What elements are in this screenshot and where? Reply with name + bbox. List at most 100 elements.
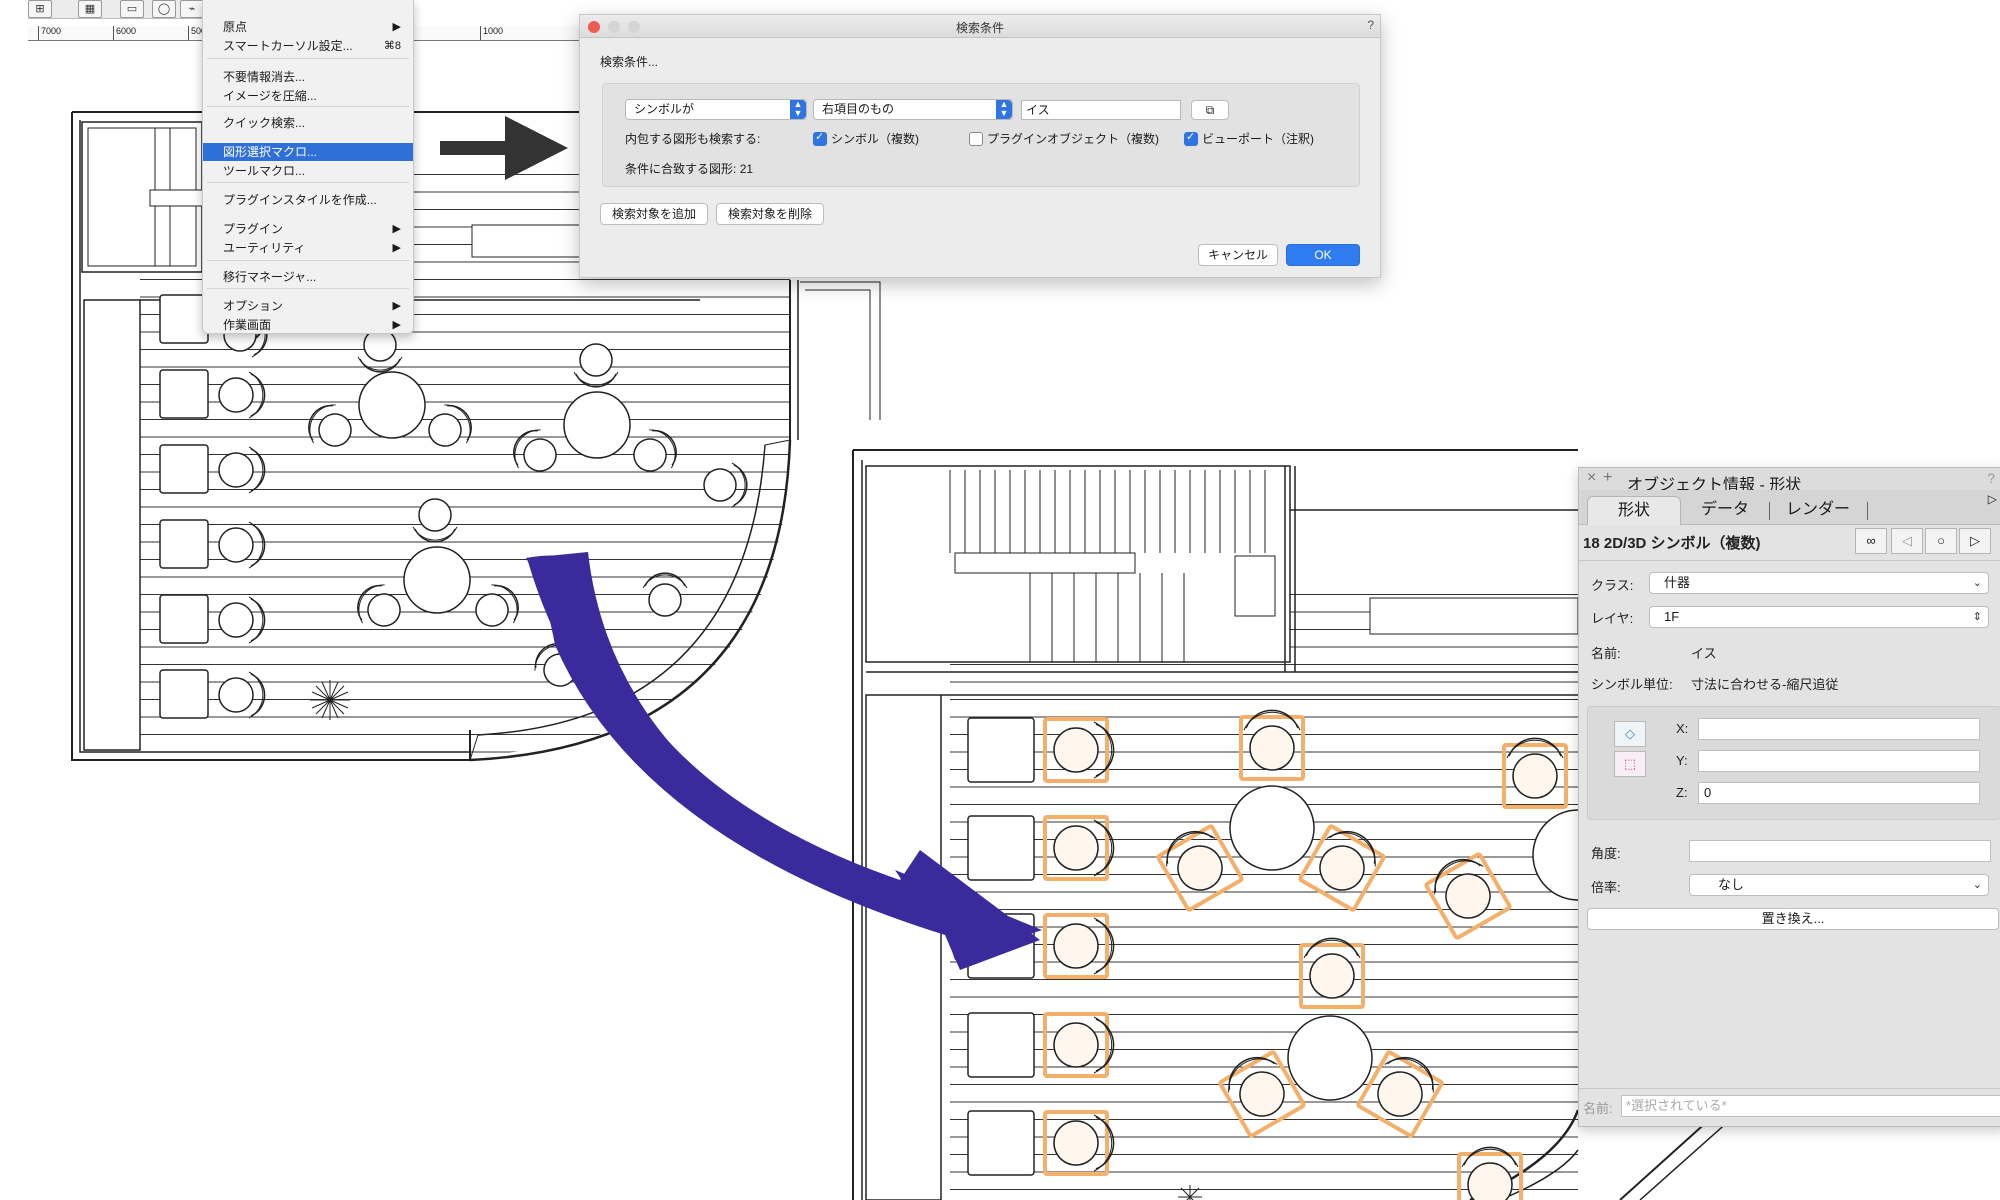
chair[interactable]: [506, 423, 565, 483]
selected-chair[interactable]: [1154, 820, 1244, 912]
polygon-icon[interactable]: ⌁: [180, 0, 204, 18]
replace-button[interactable]: 置き換え...: [1587, 908, 1999, 930]
round-table[interactable]: [1229, 785, 1315, 871]
selected-chair[interactable]: [1457, 1146, 1523, 1200]
round-table[interactable]: [1287, 1015, 1373, 1101]
minimize-window-button[interactable]: [608, 21, 620, 33]
tab-shape[interactable]: 形状: [1587, 496, 1681, 525]
layer-select[interactable]: 1F ⇕: [1649, 606, 1989, 628]
menu-item[interactable]: ツールマクロ...: [203, 162, 413, 180]
chair[interactable]: [218, 521, 266, 569]
tab-data[interactable]: データ: [1700, 501, 1749, 518]
add-icon[interactable]: +: [1603, 469, 1613, 486]
ok-button[interactable]: OK: [1286, 244, 1360, 266]
close-window-button[interactable]: [588, 21, 600, 33]
selected-chair[interactable]: [1043, 1012, 1115, 1078]
menu-item[interactable]: ユーティリティ▶: [203, 239, 413, 257]
menu-item[interactable]: 原点▶: [203, 18, 413, 36]
footer-name-field[interactable]: *選択されている*: [1621, 1095, 2000, 1117]
booth-table[interactable]: [159, 369, 209, 419]
menu-item[interactable]: プラグイン▶: [203, 220, 413, 238]
round-table[interactable]: [403, 546, 471, 614]
group-select-icon[interactable]: ⊞: [28, 0, 52, 18]
selected-chair[interactable]: [1043, 815, 1115, 881]
chair[interactable]: [467, 578, 526, 638]
zoom-window-button[interactable]: [628, 21, 640, 33]
symbol-browser-button[interactable]: ⧉: [1191, 100, 1229, 120]
3d-view-icon[interactable]: ⬚: [1614, 751, 1646, 777]
chair[interactable]: [218, 446, 266, 494]
chair[interactable]: [625, 423, 684, 483]
chair[interactable]: [573, 343, 619, 388]
menu-item[interactable]: オプション▶: [203, 297, 413, 315]
selected-chair[interactable]: [1356, 1046, 1446, 1138]
criteria-operator-select[interactable]: 右項目のもの ▲▼: [813, 99, 1013, 120]
round-table[interactable]: [358, 371, 426, 439]
selected-chair[interactable]: [1043, 717, 1115, 783]
booth-table[interactable]: [967, 1012, 1035, 1078]
chair[interactable]: [412, 498, 458, 543]
chair[interactable]: [642, 572, 688, 617]
include-plugin-objects-checkbox[interactable]: [969, 132, 983, 146]
expand-icon[interactable]: ▷: [1987, 492, 1997, 506]
booth-table[interactable]: [159, 294, 209, 344]
menu-item[interactable]: イメージを圧縮...: [203, 87, 413, 105]
add-criteria-button[interactable]: 検索対象を追加: [600, 203, 708, 225]
booth-table[interactable]: [967, 1110, 1035, 1176]
chair[interactable]: [420, 398, 479, 458]
snap-icon[interactable]: ▦: [78, 0, 102, 18]
menu-item[interactable]: クイック検索...: [203, 114, 413, 132]
selected-chair[interactable]: [1216, 1046, 1306, 1138]
menu-item[interactable]: 図形選択マクロ...: [203, 143, 413, 161]
chair[interactable]: [357, 328, 403, 373]
x-field[interactable]: [1698, 718, 1980, 740]
booth-table[interactable]: [967, 815, 1035, 881]
menu-item[interactable]: 作業画面▶: [203, 316, 413, 334]
top-plan-view-icon[interactable]: ◇: [1614, 721, 1646, 747]
chair[interactable]: [218, 371, 266, 419]
selected-chair[interactable]: [1043, 913, 1115, 979]
previous-icon[interactable]: ◁: [1891, 528, 1923, 554]
tab-render[interactable]: レンダー: [1785, 501, 1850, 518]
remove-criteria-button[interactable]: 検索対象を削除: [716, 203, 824, 225]
chair[interactable]: [301, 398, 360, 458]
menu-item[interactable]: プラグインスタイルを作成...: [203, 191, 413, 209]
chair[interactable]: [218, 596, 266, 644]
include-viewports-checkbox[interactable]: [1184, 130, 1198, 146]
selected-chair[interactable]: [1422, 848, 1512, 940]
menu-item[interactable]: 不要情報消去...: [203, 68, 413, 86]
round-table[interactable]: [563, 391, 631, 459]
scale-select[interactable]: なし ⌄: [1689, 874, 1989, 896]
rectangle-icon[interactable]: ▭: [120, 0, 144, 18]
selected-chair[interactable]: [1239, 709, 1305, 781]
close-icon[interactable]: ×: [1587, 469, 1597, 486]
z-field[interactable]: 0: [1698, 782, 1980, 804]
y-field[interactable]: [1698, 750, 1980, 772]
chair[interactable]: [703, 462, 748, 508]
include-symbols-checkbox[interactable]: [813, 130, 827, 146]
selected-chair[interactable]: [1502, 737, 1568, 809]
booth-table[interactable]: [159, 519, 209, 569]
menu-item[interactable]: スマートカーソル設定...⌘8: [203, 37, 413, 55]
next-icon[interactable]: ▷: [1959, 528, 1991, 554]
selected-chair[interactable]: [1298, 820, 1388, 912]
chair[interactable]: [350, 578, 409, 638]
booth-table[interactable]: [159, 669, 209, 719]
criteria-type-select[interactable]: シンボルが ▲▼: [625, 99, 807, 120]
selected-chair[interactable]: [1299, 937, 1365, 1009]
cancel-button[interactable]: キャンセル: [1198, 244, 1278, 266]
lasso-icon[interactable]: ◯: [152, 0, 176, 18]
menu-item[interactable]: 移行マネージャ...: [203, 268, 413, 286]
help-icon[interactable]: ?: [1987, 470, 1995, 486]
booth-table[interactable]: [159, 594, 209, 644]
round-table[interactable]: [1532, 809, 1579, 901]
current-icon[interactable]: ○: [1925, 528, 1957, 554]
angle-field[interactable]: [1689, 840, 1991, 862]
class-select[interactable]: 什器 ⌄: [1649, 572, 1989, 594]
chair[interactable]: [218, 671, 266, 719]
booth-table[interactable]: [159, 444, 209, 494]
booth-table[interactable]: [967, 717, 1035, 783]
criteria-value-field[interactable]: イス: [1021, 100, 1181, 120]
link-icon[interactable]: ∞: [1855, 528, 1887, 554]
help-icon[interactable]: ?: [1367, 18, 1374, 32]
